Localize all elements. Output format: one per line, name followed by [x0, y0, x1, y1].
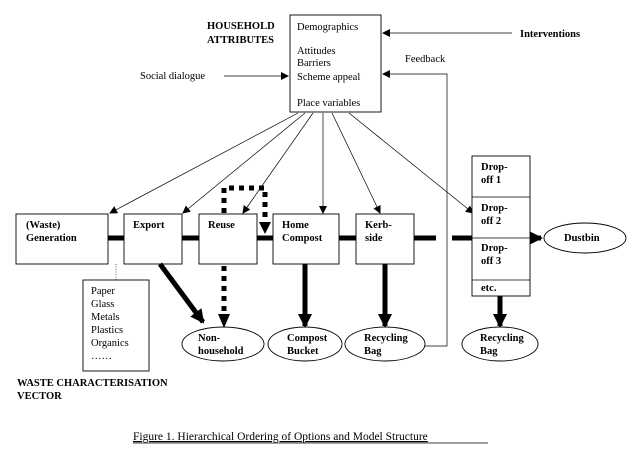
svg-text:Paper: Paper: [91, 286, 115, 297]
option-generation: (Waste) Generation: [15, 213, 109, 265]
svg-text:household: household: [198, 346, 244, 357]
svg-text:Bag: Bag: [480, 346, 498, 357]
svg-text:Kerb-: Kerb-: [365, 220, 392, 231]
feedback-arrow: [382, 70, 448, 347]
svg-text:Metals: Metals: [91, 312, 120, 323]
svg-text:(Waste): (Waste): [26, 220, 61, 231]
output-non-household: Non- household: [181, 326, 265, 362]
svg-text:Reuse: Reuse: [208, 220, 235, 231]
household-attributes-box: Demographics Attitudes Barriers Scheme a…: [289, 14, 382, 113]
dropoff-3: Drop-: [481, 243, 508, 254]
svg-text:Non-: Non-: [198, 333, 221, 344]
dropoff-column: Drop- off 1 Drop- off 2 Drop- off 3 etc.: [471, 155, 531, 297]
svg-text:side: side: [365, 233, 383, 244]
svg-text:Plastics: Plastics: [91, 325, 123, 336]
social-dialogue-label: Social dialogue: [140, 71, 205, 82]
option-reuse: Reuse: [198, 213, 258, 265]
output-compost-bucket: Compost Bucket: [267, 326, 343, 362]
attr-place-variables: Place variables: [297, 98, 360, 109]
dropoff-etc: etc.: [481, 283, 497, 294]
svg-text:Glass: Glass: [91, 299, 114, 310]
attr-attitudes: Attitudes: [297, 46, 336, 57]
svg-text:Compost: Compost: [282, 233, 323, 244]
waste-vector-box: Paper Glass Metals Plastics Organics ……: [82, 279, 150, 372]
interventions-label: Interventions: [520, 29, 580, 40]
export-to-nonhousehold-arrow: [157, 262, 206, 324]
dropoff-2: Drop-: [481, 203, 508, 214]
svg-text:Export: Export: [133, 220, 165, 231]
waste-vector-label-2: VECTOR: [17, 391, 62, 402]
svg-text:Compost: Compost: [287, 333, 328, 344]
svg-text:off 1: off 1: [481, 175, 501, 186]
reuse-loop-arrowhead: [259, 222, 271, 234]
svg-text:Recycling: Recycling: [480, 333, 524, 344]
svg-text:Bag: Bag: [364, 346, 382, 357]
svg-text:Recycling: Recycling: [364, 333, 408, 344]
household-heading-1: HOUSEHOLD: [207, 21, 275, 32]
option-export: Export: [123, 213, 183, 265]
household-influence-arrows: [109, 112, 474, 214]
svg-text:Dustbin: Dustbin: [564, 233, 600, 244]
reuse-loop: [221, 185, 268, 225]
attr-barriers: Barriers: [297, 58, 331, 69]
attr-scheme-appeal: Scheme appeal: [297, 72, 360, 83]
svg-text:off 3: off 3: [481, 256, 501, 267]
feedback-label: Feedback: [405, 54, 446, 65]
output-recycling-bag: Recycling Bag: [344, 326, 426, 362]
option-kerbside: Kerb- side: [355, 213, 415, 265]
waste-vector-label-1: WASTE CHARACTERISATION: [17, 378, 168, 389]
svg-text:Bucket: Bucket: [287, 346, 319, 357]
svg-text:……: ……: [91, 351, 112, 362]
svg-text:Generation: Generation: [26, 233, 77, 244]
household-heading-2: ATTRIBUTES: [207, 35, 274, 46]
svg-text:Organics: Organics: [91, 338, 129, 349]
option-home-compost: Home Compost: [272, 213, 340, 265]
attr-demographics: Demographics: [297, 22, 358, 33]
output-recycling-bag-dropoff: Recycling Bag: [461, 326, 539, 362]
reuse-arrowhead: [218, 314, 230, 328]
svg-text:Home: Home: [282, 220, 309, 231]
output-dustbin: Dustbin: [543, 222, 627, 254]
dropoff-1: Drop-: [481, 162, 508, 173]
figure-caption: Figure 1. Hierarchical Ordering of Optio…: [133, 431, 428, 443]
svg-text:off 2: off 2: [481, 216, 501, 227]
